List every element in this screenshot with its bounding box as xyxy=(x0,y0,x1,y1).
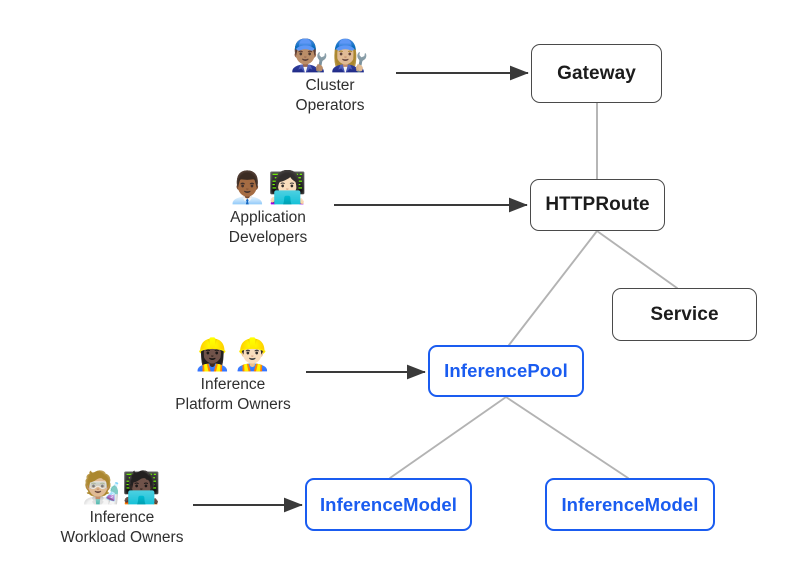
node-gateway[interactable]: Gateway xyxy=(531,44,662,103)
persona-label-inference-workload-owners: Inference Workload Owners xyxy=(12,508,232,548)
connector-httproute-inferencepool xyxy=(508,230,598,346)
persona-label-line2: Operators xyxy=(295,97,365,114)
persona-label-line1: Application xyxy=(230,209,306,226)
persona-inference-workload-owners: 🧑🏼‍🔬🧑🏿‍💻 Inference Workload Owners xyxy=(12,470,232,548)
connector-inferencepool-inferencemodel-right xyxy=(505,396,629,479)
persona-label-inference-platform-owners: Inference Platform Owners xyxy=(123,375,343,415)
persona-label-application-developers: Application Developers xyxy=(158,208,378,248)
persona-avatar-inference-workload-owners: 🧑🏼‍🔬🧑🏿‍💻 xyxy=(82,470,162,506)
node-label-inferencemodel-left: InferenceModel xyxy=(319,493,458,515)
persona-inference-platform-owners: 👷🏿‍♀️👷🏻‍♂️ Inference Platform Owners xyxy=(123,337,343,415)
node-inferencemodel-right[interactable]: InferenceModel xyxy=(545,478,715,531)
connector-inferencepool-inferencemodel-left xyxy=(389,396,507,479)
persona-label-line1: Inference xyxy=(200,376,266,393)
node-label-service: Service xyxy=(650,303,719,325)
persona-cluster-operators: 👨🏽‍🔧👩🏼‍🔧 Cluster Operators xyxy=(220,38,440,116)
persona-label-line1: Cluster xyxy=(305,77,355,94)
persona-avatar-cluster-operators: 👨🏽‍🔧👩🏼‍🔧 xyxy=(290,38,370,74)
persona-label-line2: Workload Owners xyxy=(60,529,184,546)
persona-label-cluster-operators: Cluster Operators xyxy=(220,76,440,116)
node-label-httproute: HTTPRoute xyxy=(545,194,650,215)
persona-label-line2: Developers xyxy=(228,229,308,246)
persona-avatar-inference-platform-owners: 👷🏿‍♀️👷🏻‍♂️ xyxy=(193,337,273,373)
node-label-inferencepool: InferencePool xyxy=(444,360,568,381)
node-label-inferencemodel-right: InferenceModel xyxy=(561,493,699,515)
persona-avatar-application-developers: 👨🏾‍💼👩🏻‍💻 xyxy=(228,170,308,206)
node-inferencepool[interactable]: InferencePool xyxy=(428,345,584,397)
connector-httproute-service xyxy=(596,230,678,289)
persona-application-developers: 👨🏾‍💼👩🏻‍💻 Application Developers xyxy=(158,170,378,248)
node-service[interactable]: Service xyxy=(612,288,757,341)
node-label-gateway: Gateway xyxy=(557,62,636,84)
persona-label-line1: Inference xyxy=(89,509,155,526)
node-httproute[interactable]: HTTPRoute xyxy=(530,179,665,231)
node-inferencemodel-left[interactable]: InferenceModel xyxy=(305,478,472,531)
persona-label-line2: Platform Owners xyxy=(175,396,291,413)
